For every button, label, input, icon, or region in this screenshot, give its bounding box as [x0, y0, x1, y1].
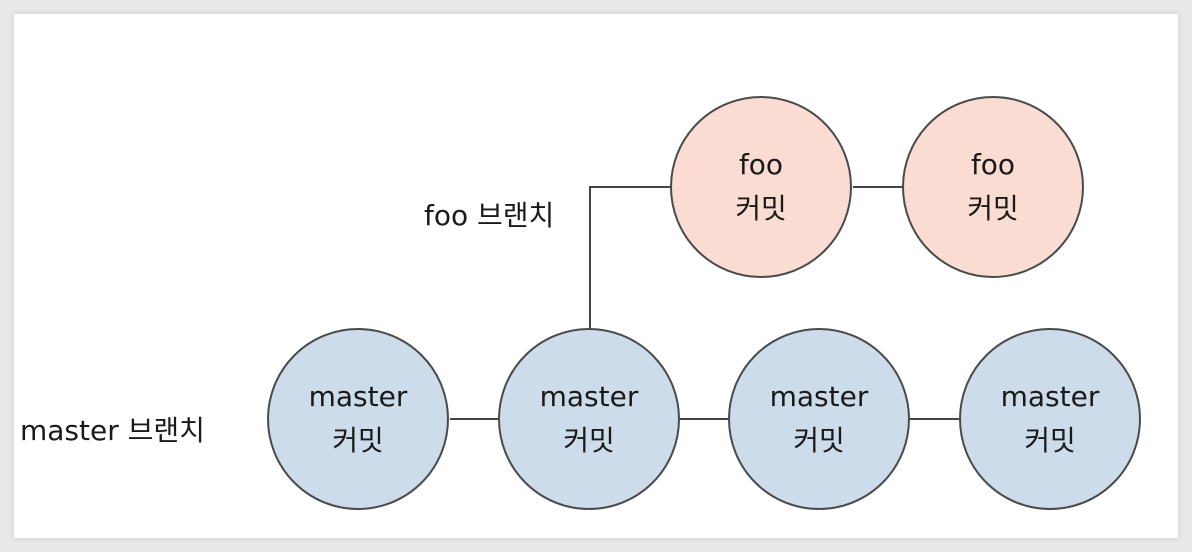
master-commit-node: master 커밋: [728, 328, 910, 510]
commit-label: 커밋: [563, 424, 615, 457]
foo-commit-node: foo 커밋: [670, 96, 852, 278]
commit-branch-name: master: [1000, 380, 1100, 413]
master-commit-link-2: [680, 418, 730, 420]
master-commit-link-1: [450, 418, 500, 420]
commit-label: 커밋: [1024, 424, 1076, 457]
branch-connector-horizontal: [589, 186, 671, 188]
commit-branch-name: master: [539, 380, 639, 413]
master-branch-label: master 브랜치: [20, 414, 205, 447]
master-commit-node: master 커밋: [498, 328, 680, 510]
commit-branch-name: foo: [738, 148, 784, 181]
commit-label: 커밋: [735, 192, 787, 225]
branch-connector-vertical: [589, 186, 591, 328]
commit-label: 커밋: [793, 424, 845, 457]
commit-branch-name: master: [769, 380, 869, 413]
foo-commit-node: foo 커밋: [902, 96, 1084, 278]
master-commit-node: master 커밋: [959, 328, 1141, 510]
commit-branch-name: foo: [970, 148, 1016, 181]
foo-branch-label: foo 브랜치: [424, 199, 555, 232]
master-commit-link-3: [910, 418, 960, 420]
foo-commit-link: [853, 186, 903, 188]
commit-label: 커밋: [332, 424, 384, 457]
commit-branch-name: master: [308, 380, 408, 413]
commit-label: 커밋: [967, 192, 1019, 225]
master-commit-node: master 커밋: [267, 328, 449, 510]
